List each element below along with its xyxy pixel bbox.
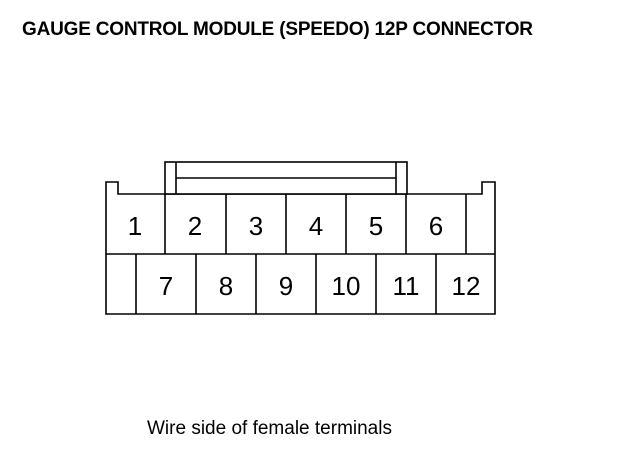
connector-housing: [105, 181, 496, 315]
top-row-pins: 1 2 3 4 5 6: [128, 211, 443, 241]
diagram-title: GAUGE CONTROL MODULE (SPEEDO) 12P CONNEC…: [22, 19, 533, 40]
pin-3: 3: [249, 211, 263, 241]
pin-6: 6: [429, 211, 443, 241]
pin-1: 1: [128, 211, 142, 241]
pin-8: 8: [219, 271, 233, 301]
pin-12: 12: [452, 271, 481, 301]
pin-2: 2: [188, 211, 202, 241]
pin-9: 9: [279, 271, 293, 301]
top-row-dividers: [164, 194, 467, 254]
pin-5: 5: [369, 211, 383, 241]
pin-7: 7: [159, 271, 173, 301]
bottom-row-dividers: [135, 254, 437, 314]
diagram-caption: Wire side of female terminals: [147, 418, 392, 439]
pin-11: 11: [393, 271, 420, 301]
bottom-row-pins: 7 8 9 10 11 12: [159, 271, 481, 301]
pin-10: 10: [332, 271, 361, 301]
pin-4: 4: [309, 211, 323, 241]
